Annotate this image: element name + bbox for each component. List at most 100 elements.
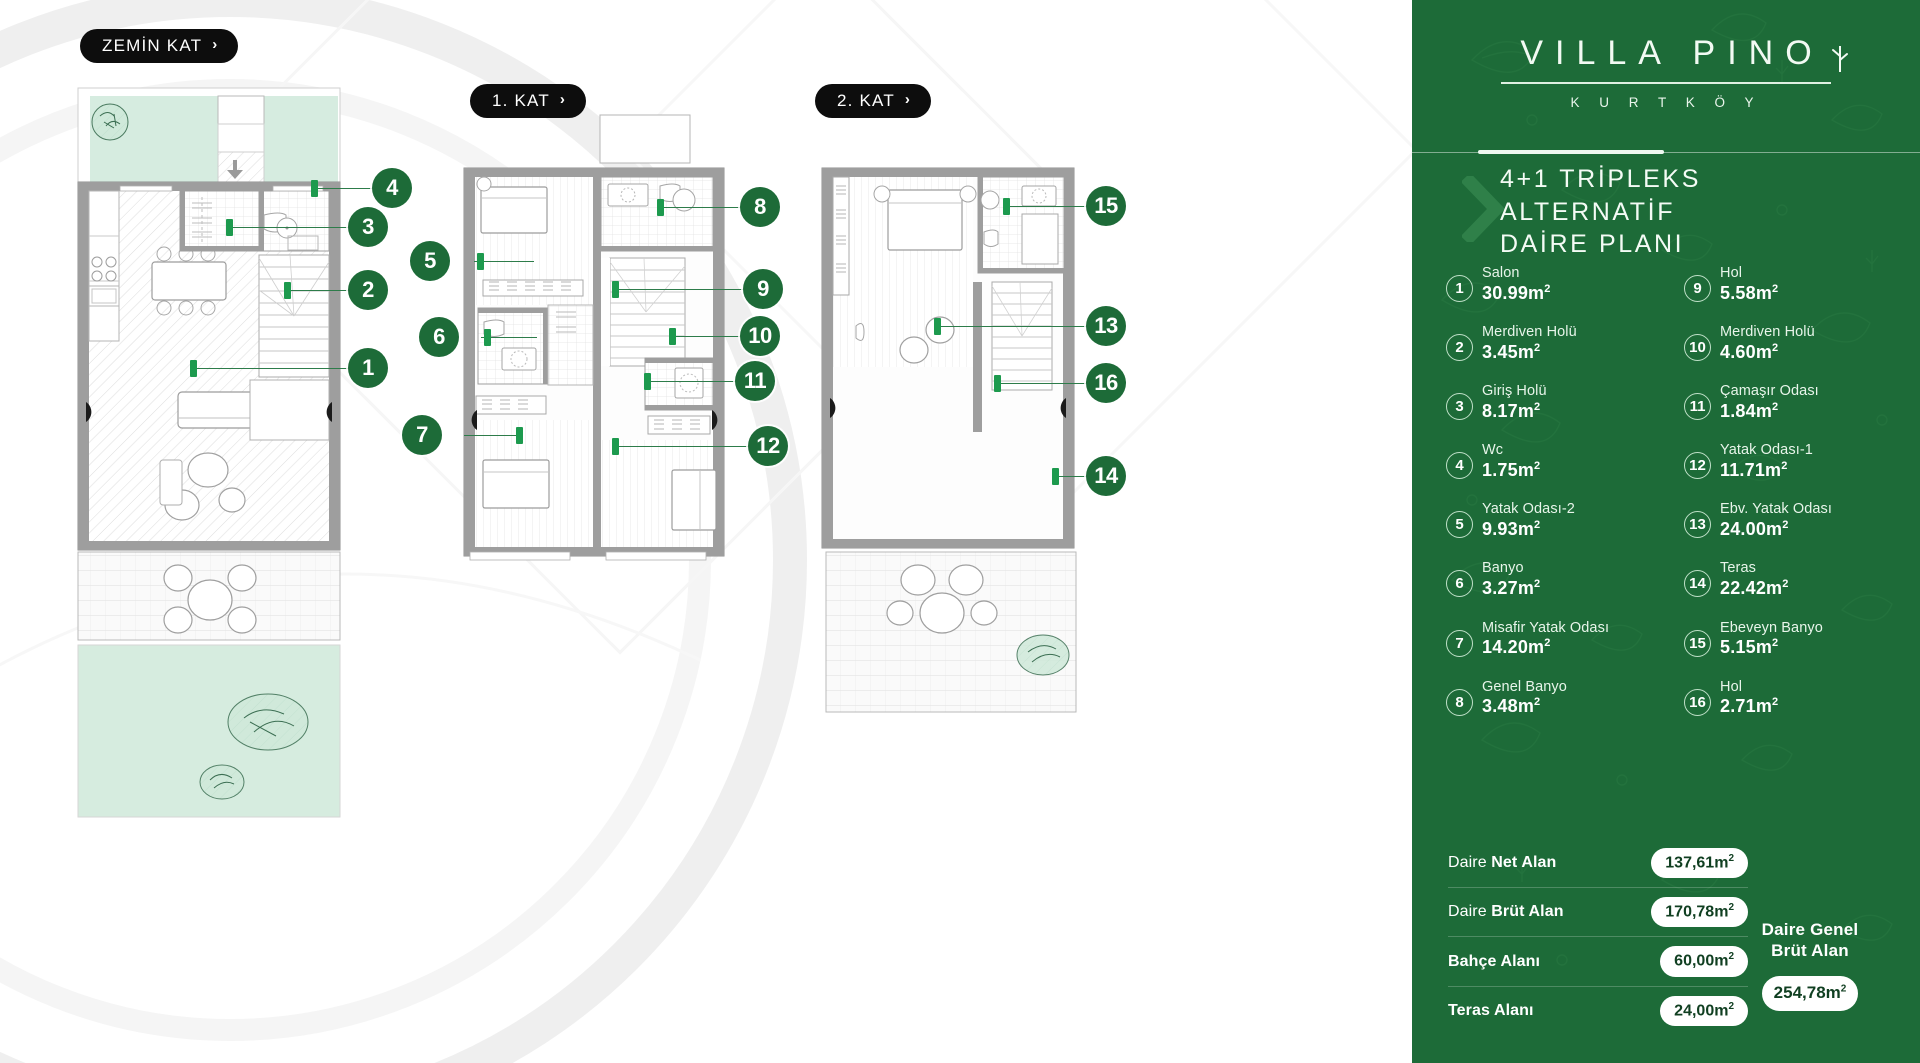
legend-room-name: Merdiven Holü (1720, 324, 1815, 341)
legend-number-badge: 3 (1446, 393, 1473, 421)
legend-number-badge: 13 (1684, 511, 1711, 539)
legend-room-name: Teras (1720, 560, 1756, 577)
second-floor-plan (821, 167, 1077, 713)
legend-number-badge: 4 (1446, 452, 1473, 480)
grand-total-label-line1: Daire Genel (1761, 919, 1859, 939)
legend-room-area: 5.58m2 (1720, 282, 1779, 303)
callout-room-marker (226, 219, 233, 236)
summary-label: Daire Net Alan (1448, 853, 1557, 871)
first-stairs (609, 257, 686, 367)
callout-leader-line (290, 290, 348, 292)
callout-badge-14[interactable]: 14 (1086, 456, 1126, 496)
legend-room-name: Yatak Odası-2 (1482, 501, 1575, 518)
callout-badge-1[interactable]: 1 (348, 348, 388, 388)
floor-label-kat2[interactable]: 2. KAT › (815, 84, 932, 118)
brand-logo: VILLA PINO K U R T K Ö Y (1412, 34, 1920, 110)
legend-number-badge: 9 (1684, 275, 1711, 302)
legend-number-badge: 14 (1684, 570, 1711, 598)
callout-badge-10[interactable]: 10 (740, 316, 780, 356)
callout-badge-9[interactable]: 9 (743, 269, 783, 309)
brand-subtitle: K U R T K Ö Y (1570, 95, 1762, 110)
callout-badge-12[interactable]: 12 (748, 426, 788, 466)
ground-stairs (258, 254, 330, 378)
callout-badge-7[interactable]: 7 (402, 415, 442, 455)
chevron-right-icon: › (559, 91, 567, 108)
second-stairs (991, 281, 1053, 391)
logo-divider (1501, 82, 1831, 84)
callout-badge-5[interactable]: 5 (410, 241, 450, 281)
callout-badge-8[interactable]: 8 (740, 187, 780, 227)
legend-room-area: 2.71m2 (1720, 696, 1779, 717)
legend-room-area: 14.20m2 (1482, 637, 1551, 658)
double-chevron-icon (1462, 176, 1506, 242)
legend-number-badge: 6 (1446, 570, 1473, 598)
callout-badge-2[interactable]: 2 (348, 270, 388, 310)
callout-leader-line (675, 336, 740, 338)
summary-value-pill: 170,78m2 (1651, 897, 1748, 928)
callout-badge-11[interactable]: 11 (735, 361, 775, 401)
callout-badge-3[interactable]: 3 (348, 207, 388, 247)
callout-badge-15[interactable]: 15 (1086, 186, 1126, 226)
legend-room-area: 1.84m2 (1720, 400, 1779, 421)
legend-room-name: Ebeveyn Banyo (1720, 619, 1823, 636)
legend-number-badge: 7 (1446, 629, 1473, 657)
tree-icon (1831, 46, 1848, 72)
callout-leader-line (1009, 206, 1086, 208)
callout-badge-16[interactable]: 16 (1086, 363, 1126, 403)
legend-room-area: 3.45m2 (1482, 341, 1541, 362)
legend-room-area: 22.42m2 (1720, 578, 1789, 599)
callout-room-marker (477, 253, 484, 270)
legend-number-badge: 5 (1446, 511, 1473, 539)
callout-badge-4[interactable]: 4 (372, 168, 412, 208)
chevron-right-icon: › (904, 91, 912, 108)
callout-leader-line (1000, 383, 1086, 385)
panel-top-accent (1478, 150, 1664, 154)
callout-room-marker (612, 281, 619, 298)
callout-leader-line (650, 381, 735, 383)
legend-room-name: Giriş Holü (1482, 383, 1547, 400)
floor-label-kat2-text: 2. KAT (837, 91, 895, 110)
legend-room-name: Yatak Odası-1 (1720, 442, 1813, 459)
legend-room-name: Çamaşır Odası (1720, 383, 1819, 400)
grand-total-block: Daire Genel Brüt Alan 254,78m2 (1726, 919, 1894, 1011)
callout-leader-line (318, 188, 372, 190)
callout-room-marker (657, 199, 664, 216)
legend-number-badge: 12 (1684, 452, 1711, 480)
legend-room-area: 3.48m2 (1482, 696, 1541, 717)
legend-room-area: 3.27m2 (1482, 578, 1541, 599)
legend-room-area: 1.75m2 (1482, 459, 1541, 480)
callout-leader-line (196, 368, 348, 370)
callout-leader-line (1058, 476, 1086, 478)
legend-room-area: 30.99m2 (1482, 282, 1551, 303)
floor-label-zemin-text: ZEMİN KAT (102, 36, 203, 55)
chevron-right-icon: › (212, 36, 219, 53)
floor-label-zemin[interactable]: ZEMİN KAT › (80, 29, 239, 63)
legend-room-area: 4.60m2 (1720, 341, 1779, 362)
callout-badge-13[interactable]: 13 (1086, 306, 1126, 346)
summary-label: Bahçe Alanı (1448, 952, 1541, 970)
info-panel: VILLA PINO K U R T K Ö Y 4+1 TRİPLEKS AL… (1412, 0, 1920, 1063)
grand-total-label-line2: Brüt Alan (1771, 941, 1849, 961)
callout-badge-6[interactable]: 6 (419, 317, 459, 357)
floor-label-kat1[interactable]: 1. KAT › (470, 84, 587, 118)
plan-title-line3: DAİRE PLANI (1500, 230, 1685, 258)
callout-room-marker (994, 375, 1001, 392)
legend-room-name: Wc (1482, 442, 1504, 459)
legend-room-area: 8.17m2 (1482, 400, 1541, 421)
legend-number-badge: 1 (1446, 275, 1473, 302)
legend-number-badge: 8 (1446, 688, 1473, 716)
